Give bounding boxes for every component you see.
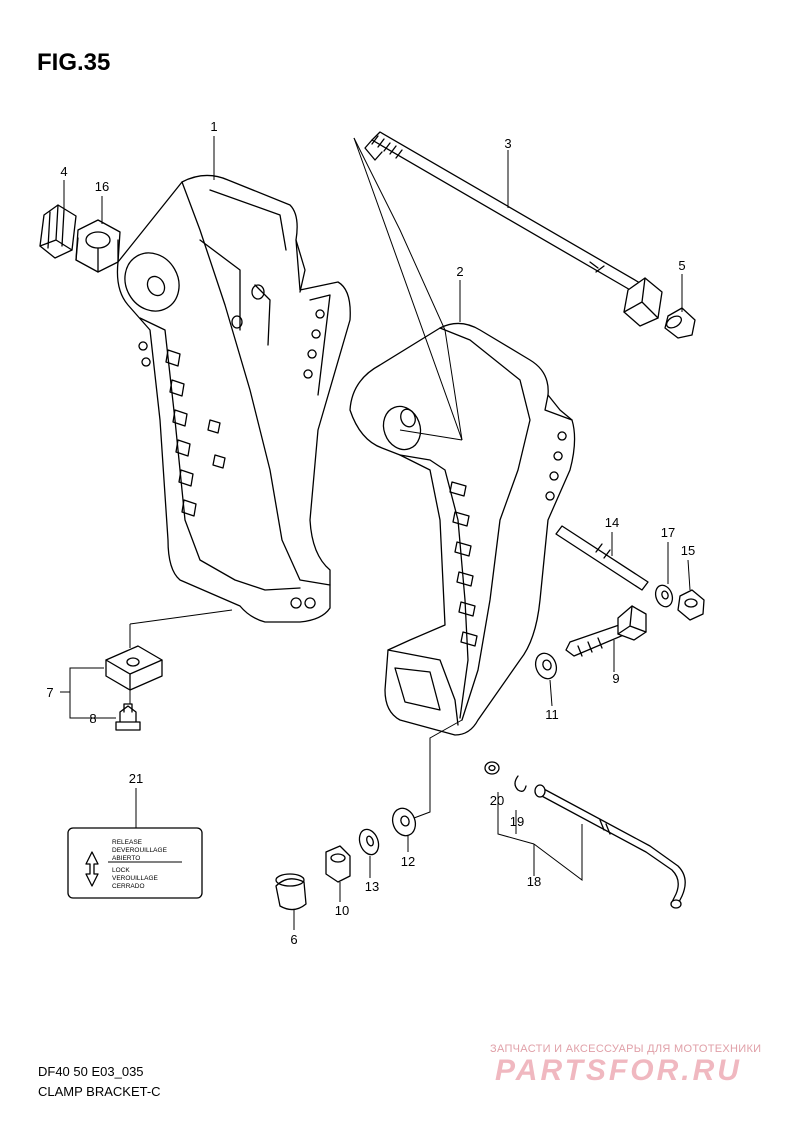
- callout-11: 11: [545, 707, 559, 722]
- grommet-20: [484, 761, 500, 775]
- nut-15: [677, 589, 705, 621]
- callout-numbers: 1 2 3 4 5 6 7 8 9 10 11 12 13 14 15 16 1…: [46, 119, 695, 947]
- callout-21: 21: [129, 771, 143, 786]
- watermark-tagline: ЗАПЧАСТИ И АКСЕССУАРЫ ДЛЯ МОТОТЕХНИКИ: [490, 1043, 762, 1055]
- bolt-8: [115, 703, 141, 731]
- callout-1: 1: [210, 119, 217, 134]
- callout-3: 3: [504, 136, 511, 151]
- callout-9: 9: [612, 671, 619, 686]
- callout-5: 5: [678, 258, 685, 273]
- hex-bolt-9: [565, 605, 647, 657]
- model-code: DF40 50 E03_035: [38, 1064, 144, 1079]
- callout-19: 19: [510, 814, 524, 829]
- callout-12: 12: [401, 854, 415, 869]
- label-line-verouillage: VEROUILLAGE: [112, 875, 159, 882]
- washer-17: [654, 584, 674, 608]
- callout-8: 8: [89, 711, 96, 726]
- bushing: [39, 204, 77, 259]
- label-line-lock: LOCK: [112, 867, 130, 874]
- washer-13: [358, 828, 380, 856]
- leader-lines: [60, 136, 691, 930]
- callout-16: 16: [95, 179, 109, 194]
- callout-14: 14: [605, 515, 619, 530]
- pin-14: [555, 525, 649, 591]
- label-plate-21: RELEASE DEVEROUILLAGE ABIERTO LOCK VEROU…: [67, 827, 203, 899]
- callout-18: 18: [527, 874, 541, 889]
- diagram-caption: CLAMP BRACKET-C: [38, 1084, 161, 1099]
- nut-10: [325, 845, 351, 883]
- label-line-cerrado: CERRADO: [112, 883, 145, 890]
- plate-7: [105, 645, 163, 691]
- cap-5: [664, 307, 696, 339]
- clip-19: [514, 775, 527, 792]
- clamp-bracket-left: [116, 174, 351, 623]
- washer-11: [534, 652, 558, 680]
- cap-6: [275, 873, 307, 911]
- callout-10: 10: [335, 903, 349, 918]
- callout-17: 17: [661, 525, 675, 540]
- washer-12: [391, 807, 417, 837]
- rod-18: [534, 784, 686, 909]
- callout-20: 20: [490, 793, 504, 808]
- callout-2: 2: [456, 264, 463, 279]
- callout-6: 6: [290, 932, 297, 947]
- figure-title: FIG.35: [37, 49, 111, 76]
- label-line-abierto: ABIERTO: [112, 855, 140, 862]
- clamp-bracket-right: [349, 322, 576, 736]
- long-bolt: [364, 131, 663, 327]
- callout-4: 4: [60, 164, 67, 179]
- callout-13: 13: [365, 879, 379, 894]
- label-line-release: RELEASE: [112, 839, 143, 846]
- callout-7: 7: [46, 685, 53, 700]
- label-line-deverouillage: DEVEROUILLAGE: [112, 847, 168, 854]
- callout-15: 15: [681, 543, 695, 558]
- watermark-logo: PARTSFOR.RU: [495, 1054, 742, 1087]
- nut-16: [75, 219, 121, 273]
